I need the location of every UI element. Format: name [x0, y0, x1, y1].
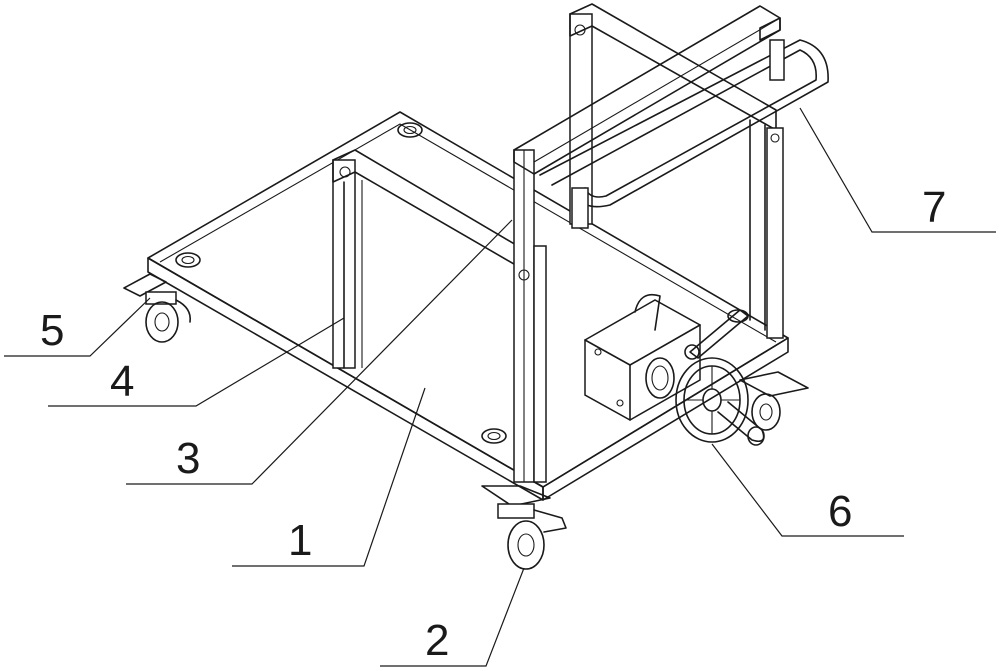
rear-frame: [333, 150, 545, 368]
callout-number: 5: [40, 306, 64, 355]
callout-5: 5: [4, 298, 150, 356]
callout-6: 6: [712, 444, 904, 536]
callout-number: 2: [425, 616, 449, 665]
callout-number: 3: [176, 434, 200, 483]
callout-number: 7: [922, 183, 946, 232]
callout-4: 4: [48, 318, 344, 406]
callout-2: 2: [380, 568, 524, 666]
gearbox-assembly: [585, 295, 764, 445]
callout-7: 7: [800, 108, 996, 232]
caster-rear-left: [124, 274, 190, 342]
caster-front: [482, 486, 566, 569]
slot-icon: [176, 253, 200, 267]
callout-3: 3: [126, 220, 512, 484]
callout-number: 6: [828, 487, 852, 536]
callout-number: 1: [288, 516, 312, 565]
slot-icon: [482, 429, 506, 443]
callout-number: 4: [110, 357, 134, 406]
platform: [148, 112, 788, 500]
